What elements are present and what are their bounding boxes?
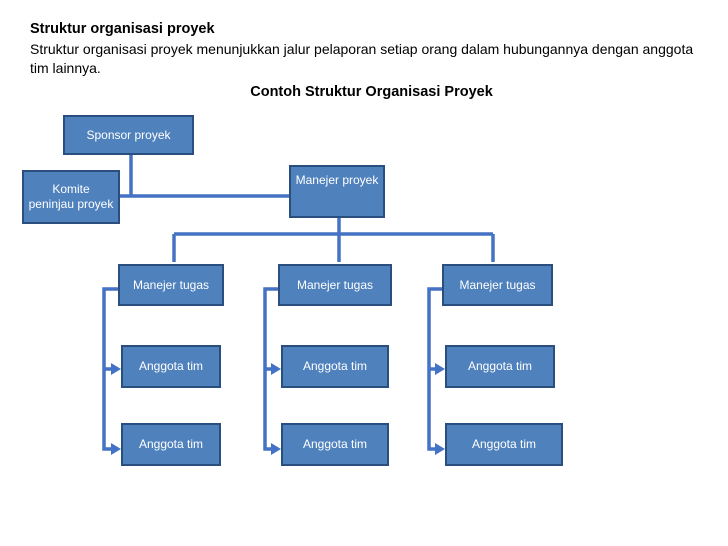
task-manager-box-3: Manejer tugas xyxy=(442,264,553,306)
page-description: Struktur organisasi proyek menunjukkan j… xyxy=(30,41,694,76)
sponsor-box: Sponsor proyek xyxy=(63,115,194,155)
team-member-box-3a: Anggota tim xyxy=(445,345,555,388)
team-member-box-2a: Anggota tim xyxy=(281,345,389,388)
team-member-box-3b: Anggota tim xyxy=(445,423,563,466)
task-manager-box-1: Manejer tugas xyxy=(118,264,224,306)
arrowhead-team1-member2 xyxy=(111,443,121,455)
page-heading: Struktur organisasi proyek xyxy=(30,21,215,37)
team-member-box-1b: Anggota tim xyxy=(121,423,221,466)
team-member-box-2b: Anggota tim xyxy=(281,423,389,466)
task-manager-box-2: Manejer tugas xyxy=(278,264,392,306)
arrowhead-team1-member1 xyxy=(111,363,121,375)
sponsor-connector xyxy=(120,155,289,198)
committee-box: Komite peninjau proyek xyxy=(22,170,120,224)
diagram-title: Contoh Struktur Organisasi Proyek xyxy=(250,84,493,100)
project-manager-box: Manejer proyek xyxy=(289,165,385,218)
team-member-box-1a: Anggota tim xyxy=(121,345,221,388)
arrowhead-team3-member1 xyxy=(435,363,445,375)
arrowhead-team3-member2 xyxy=(435,443,445,455)
arrowhead-team2-member1 xyxy=(271,363,281,375)
arrowhead-team2-member2 xyxy=(271,443,281,455)
